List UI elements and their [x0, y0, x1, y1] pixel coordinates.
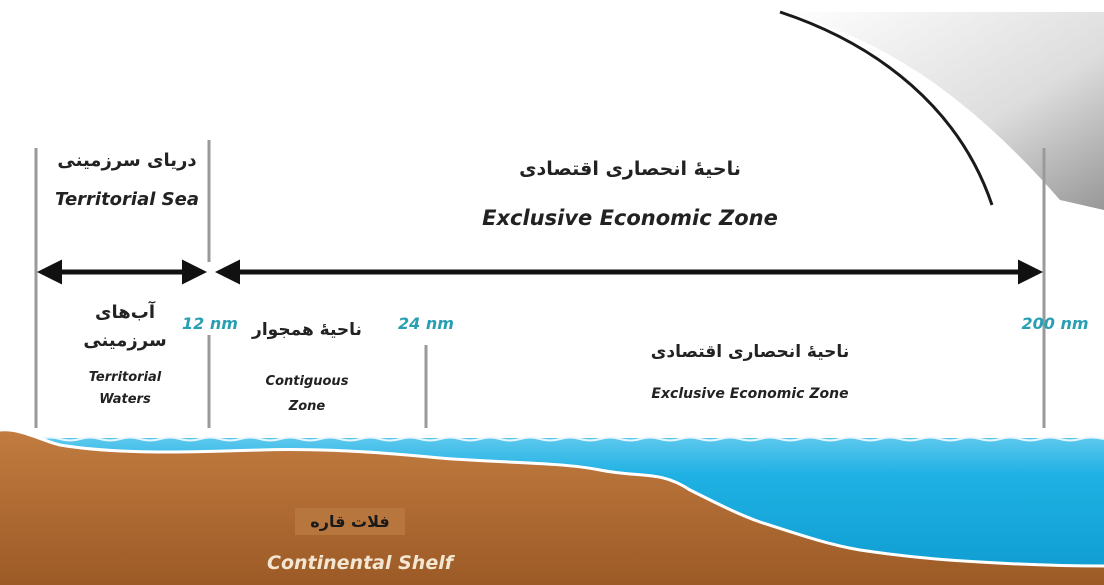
eez-top-label-fa: ناحیۀ انحصاری اقتصادی [519, 158, 741, 180]
territorial-sea-label-fa: دریای سرزمینی [57, 150, 197, 171]
eez-top-label-en: Exclusive Economic Zone [482, 206, 778, 230]
territorial-waters-label-en-line1: Territorial [88, 370, 162, 385]
continental-shelf-label-en: Continental Shelf [267, 552, 453, 574]
contiguous-zone-label-en-line2: Zone [288, 399, 326, 414]
shelf-edge-line [0, 428, 1104, 568]
territorial-waters-label-en-line2: Waters [99, 392, 151, 407]
distance-12nm-label: 12 nm [182, 314, 238, 333]
eez-lower-label-fa: ناحیۀ انحصاری اقتصادی [650, 342, 850, 362]
continental-shelf-land [0, 429, 1104, 585]
page-curl [779, 10, 1104, 210]
sea-surface-line [0, 436, 1104, 442]
territorial-waters-label-fa-line1: آب‌های [95, 302, 155, 323]
contiguous-zone-label-en-line1: Contiguous [265, 374, 349, 389]
territorial-sea-label-en: Territorial Sea [54, 189, 199, 210]
distance-200nm-label: 200 nm [1021, 314, 1089, 333]
distance-24nm-label: 24 nm [398, 314, 454, 333]
eez-lower-label-en: Exclusive Economic Zone [651, 386, 849, 402]
contiguous-zone-label-fa: ناحیۀ همجوار [252, 320, 362, 340]
territorial-waters-label-fa-line2: سرزمینی [83, 330, 167, 351]
continental-shelf-label-fa: فلات قاره [295, 508, 405, 535]
